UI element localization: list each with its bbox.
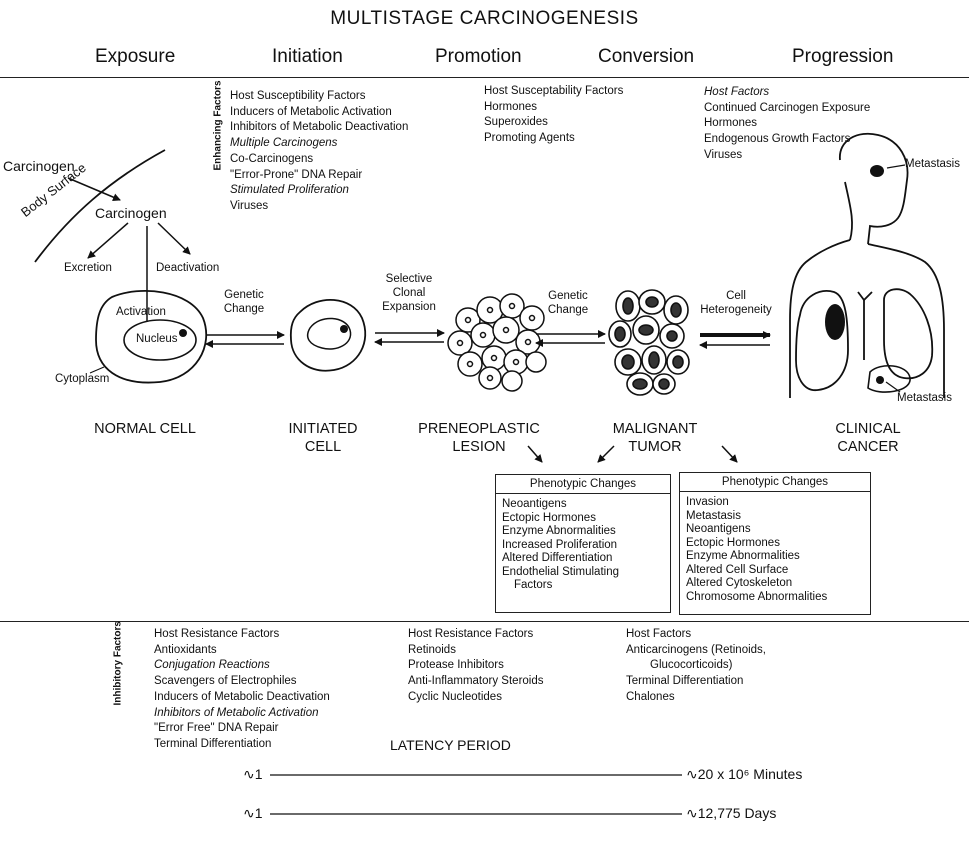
transition-text: Selective	[370, 272, 448, 286]
list-item: Ectopic Hormones	[502, 512, 664, 526]
list-item: Protease Inhibitors	[408, 658, 544, 674]
caption-line: CELL	[268, 438, 378, 456]
transition-text: Expansion	[370, 300, 448, 314]
list-item: Enzyme Abnormalities	[502, 525, 664, 539]
list-item: Altered Cytoskeleton	[686, 577, 864, 591]
caption-line: TUMOR	[590, 438, 720, 456]
normal-cell-caption: NORMAL CELL	[70, 420, 220, 438]
initiated-dot	[340, 325, 348, 333]
latency-row2-right: ∿12,775 Days	[686, 805, 776, 822]
caption-line: MALIGNANT	[590, 420, 720, 438]
inhibitory-progression-list: Host Factors Anticarcinogens (Retinoids,…	[626, 627, 766, 706]
caption-line: PRENEOPLASTIC	[404, 420, 554, 438]
liver-metastasis-dot	[876, 376, 884, 384]
transition-text: Genetic	[204, 288, 284, 302]
normal-adduct-dot	[179, 329, 187, 337]
list-item: Host Factors	[626, 627, 766, 643]
list-item: Altered Cell Surface	[686, 564, 864, 578]
list-item: Host Resistance Factors	[408, 627, 544, 643]
transition-genetic-change-1: Genetic Change	[204, 288, 284, 316]
list-item: Chalones	[626, 690, 766, 706]
phenotypic-box-header: Phenotypic Changes	[496, 475, 670, 494]
liver-outline	[868, 366, 910, 392]
list-item: Terminal Differentiation	[626, 674, 766, 690]
transition-text: Cell	[696, 289, 776, 303]
transition-text: Change	[204, 302, 284, 316]
excretion-label: Excretion	[64, 262, 112, 274]
carcinogen-inner-label: Carcinogen	[95, 205, 167, 221]
caption-line: INITIATED	[268, 420, 378, 438]
initiated-nucleus-outline	[308, 318, 351, 349]
list-item: Ectopic Hormones	[686, 537, 864, 551]
list-item: "Error Free" DNA Repair	[154, 721, 330, 737]
list-item: Enzyme Abnormalities	[686, 550, 864, 564]
preneoplastic-caption: PRENEOPLASTIC LESION	[404, 420, 554, 456]
human-figure	[790, 134, 944, 398]
transition-clonal-expansion: Selective Clonal Expansion	[370, 272, 448, 314]
clinical-caption: CLINICAL CANCER	[808, 420, 928, 456]
list-item: Endothelial Stimulating	[502, 566, 664, 580]
malignant-caption: MALIGNANT TUMOR	[590, 420, 720, 456]
metastasis-bottom-label: Metastasis	[897, 392, 952, 404]
caption-line: CANCER	[808, 438, 928, 456]
list-item: Conjugation Reactions	[154, 658, 330, 674]
latency-title: LATENCY PERIOD	[390, 737, 511, 753]
activation-label: Activation	[116, 306, 166, 318]
list-item: Inducers of Metabolic Deactivation	[154, 690, 330, 706]
latency-row2-left: ∿1	[243, 805, 263, 822]
latency-row1-left: ∿1	[243, 766, 263, 783]
phenotypic-box-conversion: Phenotypic Changes Invasion Metastasis N…	[679, 472, 871, 615]
list-item: Chromosome Abnormalities	[686, 591, 864, 605]
caption-line: CLINICAL	[808, 420, 928, 438]
initiated-cell-caption: INITIATED CELL	[268, 420, 378, 456]
metastasis-top-pointer	[887, 165, 905, 168]
list-item: Cyclic Nucleotides	[408, 690, 544, 706]
deactivation-label: Deactivation	[156, 262, 219, 274]
transition-text: Change	[532, 303, 604, 317]
initiated-cell-outline	[291, 300, 365, 371]
inhibitory-promotion-list: Host Resistance Factors Retinoids Protea…	[408, 627, 544, 706]
deactivation-arrow	[158, 223, 190, 254]
list-item: Altered Differentiation	[502, 552, 664, 566]
list-item: Antioxidants	[154, 643, 330, 659]
latency-row1-right: ∿20 x 10⁶ Minutes	[686, 766, 802, 783]
cytoplasm-label: Cytoplasm	[55, 373, 109, 385]
list-item: Neoantigens	[502, 498, 664, 512]
transition-text: Genetic	[532, 289, 604, 303]
excretion-arrow	[88, 223, 128, 258]
malignant-tumor-cluster	[609, 290, 689, 395]
list-item: Retinoids	[408, 643, 544, 659]
list-item: Anticarcinogens (Retinoids,	[626, 643, 766, 659]
nucleus-label: Nucleus	[136, 333, 178, 345]
inhibitory-initiation-list: Host Resistance Factors Antioxidants Con…	[154, 627, 330, 753]
list-item: Terminal Differentiation	[154, 737, 330, 753]
transition-genetic-change-2: Genetic Change	[532, 289, 604, 317]
transition-text: Clonal	[370, 286, 448, 300]
lung-tumor	[825, 304, 845, 340]
phenotypic-box-promotion: Phenotypic Changes Neoantigens Ectopic H…	[495, 474, 671, 613]
list-item: Anti-Inflammatory Steroids	[408, 674, 544, 690]
list-item: Increased Proliferation	[502, 539, 664, 553]
inhibitory-factors-label: Inhibitory Factors	[113, 626, 124, 706]
list-item: Host Resistance Factors	[154, 627, 330, 643]
tumor-to-box2-arrow	[722, 446, 737, 462]
metastasis-bottom-pointer	[886, 382, 900, 392]
list-item: Scavengers of Electrophiles	[154, 674, 330, 690]
caption-line: LESION	[404, 438, 554, 456]
list-item: Metastasis	[686, 510, 864, 524]
list-item: Factors	[502, 579, 664, 593]
list-item: Neoantigens	[686, 523, 864, 537]
metastasis-top-label: Metastasis	[905, 158, 960, 170]
list-item: Invasion	[686, 496, 864, 510]
transition-text: Heterogeneity	[696, 303, 776, 317]
brain-metastasis-dot	[870, 165, 884, 177]
list-item: Glucocorticoids)	[626, 658, 766, 674]
list-item: Inhibitors of Metabolic Activation	[154, 706, 330, 722]
transition-cell-heterogeneity: Cell Heterogeneity	[696, 289, 776, 317]
bottom-divider	[0, 621, 969, 622]
phenotypic-box-header: Phenotypic Changes	[680, 473, 870, 492]
